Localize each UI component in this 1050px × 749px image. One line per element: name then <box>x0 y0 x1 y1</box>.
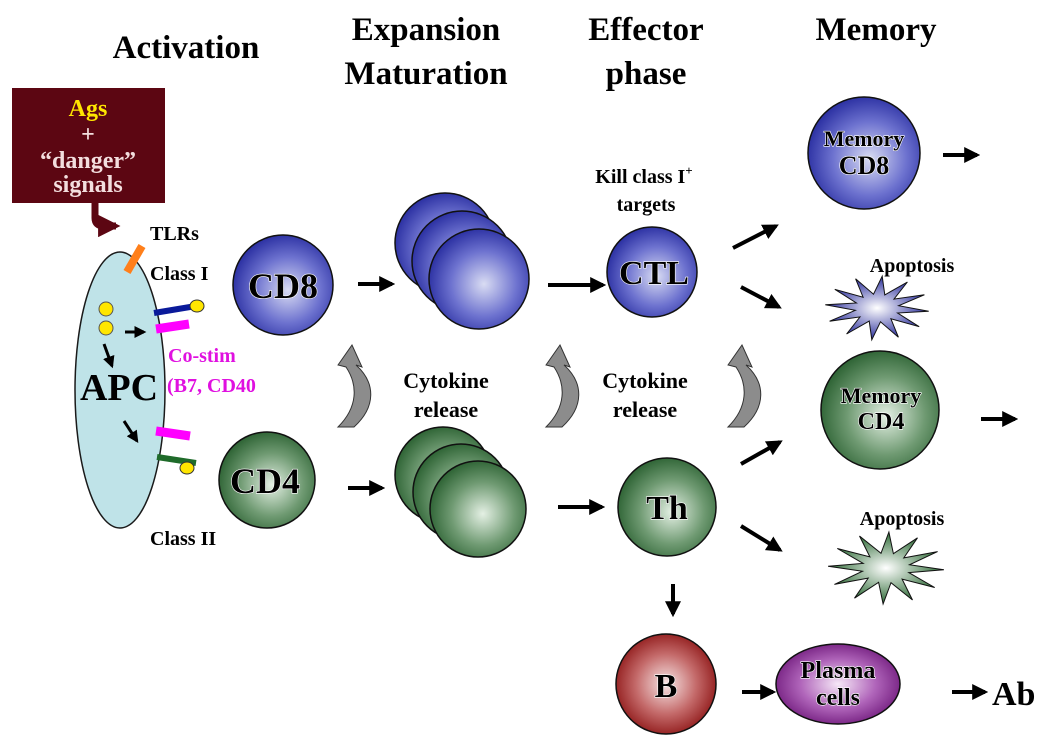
cytokine-release-2-label: Cytokine <box>602 368 688 393</box>
costim-detail-label: (B7, CD40 <box>167 375 256 397</box>
header-memory: Memory <box>816 12 937 48</box>
antigen-dot-icon <box>189 299 205 313</box>
cytokine-release-1-label: Cytokine <box>403 368 489 393</box>
plasma-label: Plasma <box>801 658 876 684</box>
antigen-dot-icon <box>98 320 114 336</box>
header-expansion: Expansion <box>352 12 501 48</box>
ags-label: Ags <box>69 96 108 122</box>
cd8-cell <box>232 234 334 336</box>
class1-label: Class I <box>150 263 209 285</box>
memory-cd8-label: Memory <box>824 126 905 151</box>
signal-box: Ags + “danger” signals <box>12 88 165 203</box>
ctl-label: CTL <box>619 255 689 292</box>
antigen-dot-icon <box>98 301 114 317</box>
cytokine-curved-arrow-icon <box>726 343 762 428</box>
costim-receptor-icon <box>155 319 190 334</box>
costim-receptor-icon <box>155 426 191 441</box>
header-maturation: Maturation <box>344 56 507 92</box>
apoptosis-cd8-star-icon <box>825 274 929 342</box>
tlr-receptor-icon <box>123 244 146 274</box>
memory-cd8-cell <box>807 96 921 210</box>
tlrs-label: TLRs <box>150 223 199 245</box>
internal-arrow-icon <box>122 420 139 444</box>
costim-label: Co-stim <box>168 345 236 367</box>
apoptosis-cd4-star-icon <box>828 530 944 606</box>
antibody-label: Ab <box>992 676 1035 713</box>
header-phase: phase <box>606 56 687 92</box>
internal-arrow-icon <box>102 343 115 369</box>
header-effector: Effector <box>588 12 703 48</box>
arrow-icon <box>739 524 783 552</box>
ctl-cell <box>606 226 698 318</box>
b-cell <box>615 633 717 735</box>
signal-arrow-icon <box>91 203 121 238</box>
cd8-label: CD8 <box>248 266 318 306</box>
memory-cd4-cell <box>820 350 940 470</box>
kill-label: Kill class I+ <box>595 163 692 188</box>
arrow-icon <box>740 285 782 309</box>
plasma-cells <box>775 643 901 725</box>
danger-label: “danger” <box>40 148 136 174</box>
signals-label: signals <box>53 172 122 198</box>
plasma-sublabel: cells <box>816 685 860 711</box>
apc-cell <box>74 251 166 529</box>
memory-cd8-sublabel: CD8 <box>839 151 890 180</box>
apoptosis-cd4-label: Apoptosis <box>860 508 945 530</box>
arrow-icon <box>740 440 783 466</box>
apoptosis-cd8-label: Apoptosis <box>870 255 955 277</box>
b-label: B <box>655 668 678 705</box>
header-activation: Activation <box>113 30 260 66</box>
expanded-cd8-cells <box>394 192 530 330</box>
cytokine-release-2-sublabel: release <box>613 397 678 422</box>
memory-cd4-label: Memory <box>841 383 922 408</box>
arrow-icon <box>732 224 779 250</box>
cytokine-curved-arrow-icon <box>336 343 372 428</box>
plus-label: + <box>81 122 95 148</box>
targets-label: targets <box>617 194 676 216</box>
memory-cd4-sublabel: CD4 <box>858 409 905 435</box>
cytokine-release-1-sublabel: release <box>414 397 479 422</box>
class2-label: Class II <box>150 528 216 550</box>
cd4-cell <box>218 431 316 529</box>
cd4-label: CD4 <box>230 461 300 501</box>
th-label: Th <box>646 490 688 527</box>
antigen-dot-icon <box>179 461 195 475</box>
apc-label: APC <box>80 367 158 409</box>
expanded-cd4-cells <box>394 426 527 558</box>
th-cell <box>617 457 717 557</box>
cytokine-curved-arrow-icon <box>544 343 580 428</box>
